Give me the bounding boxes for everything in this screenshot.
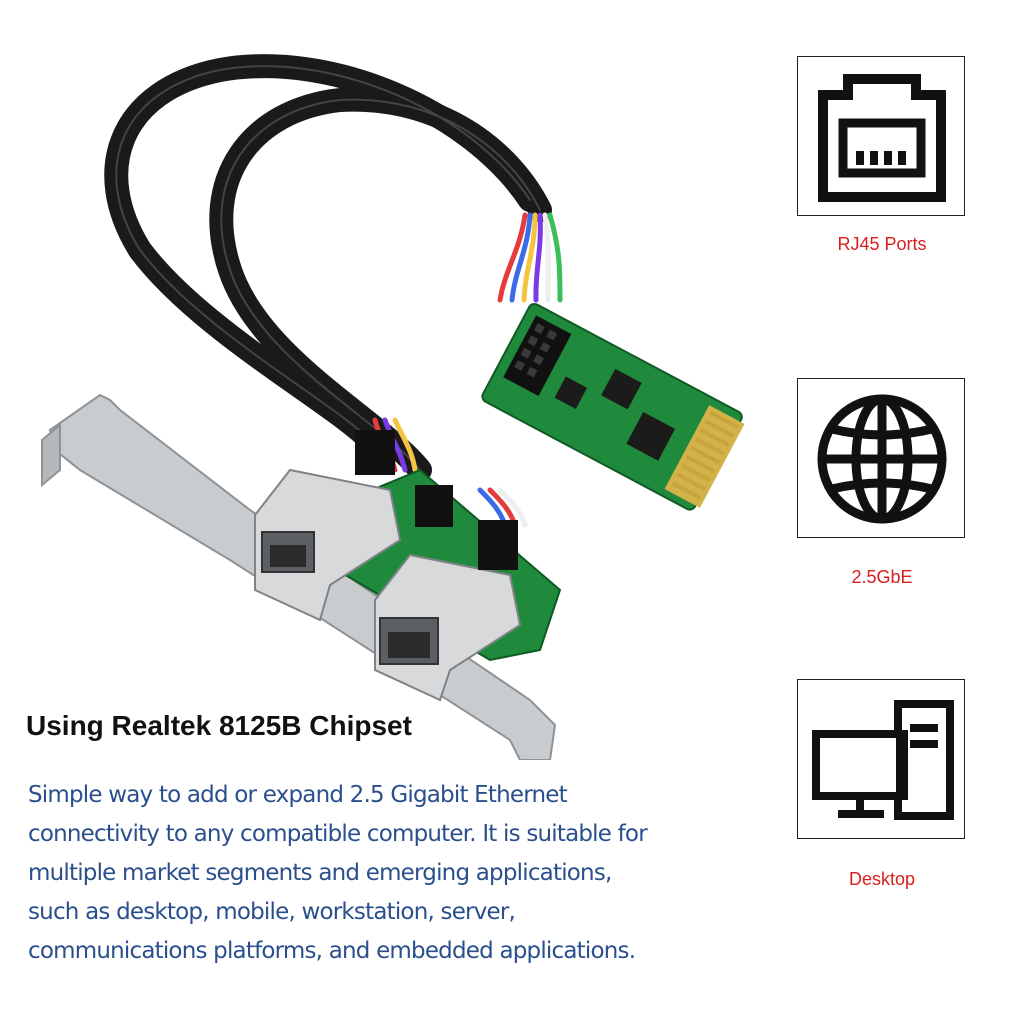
product-illustration	[41, 54, 745, 760]
mini-pcie-card	[481, 302, 745, 511]
feature-card-rj45	[797, 56, 965, 216]
chipset-headline: Using Realtek 8125B Chipset	[26, 710, 412, 741]
description-line: connectivity to any compatible computer.…	[28, 821, 648, 847]
feature-card-desktop	[797, 679, 965, 839]
globe-icon	[817, 394, 947, 524]
feature-label-desktop: Desktop	[848, 869, 916, 889]
description-line: Simple way to add or expand 2.5 Gigabit …	[28, 782, 568, 808]
rj45-jack-right	[374, 553, 522, 702]
black-cables	[104, 54, 552, 482]
description-line: such as desktop, mobile, workstation, se…	[28, 899, 516, 925]
desktop-computer-icon	[812, 700, 954, 820]
feature-label-speed: 2.5GbE	[851, 567, 913, 587]
header-connectors	[355, 430, 518, 570]
feature-card-speed	[797, 378, 965, 538]
description-line: communications platforms, and embedded a…	[28, 938, 636, 964]
rj45-jack-left	[254, 468, 402, 622]
feature-label-rj45: RJ45 Ports	[837, 234, 927, 254]
description-line: multiple market segments and emerging ap…	[28, 860, 612, 886]
description-paragraph: Simple way to add or expand 2.5 Gigabit …	[28, 776, 688, 971]
rj45-port-icon	[818, 74, 946, 202]
